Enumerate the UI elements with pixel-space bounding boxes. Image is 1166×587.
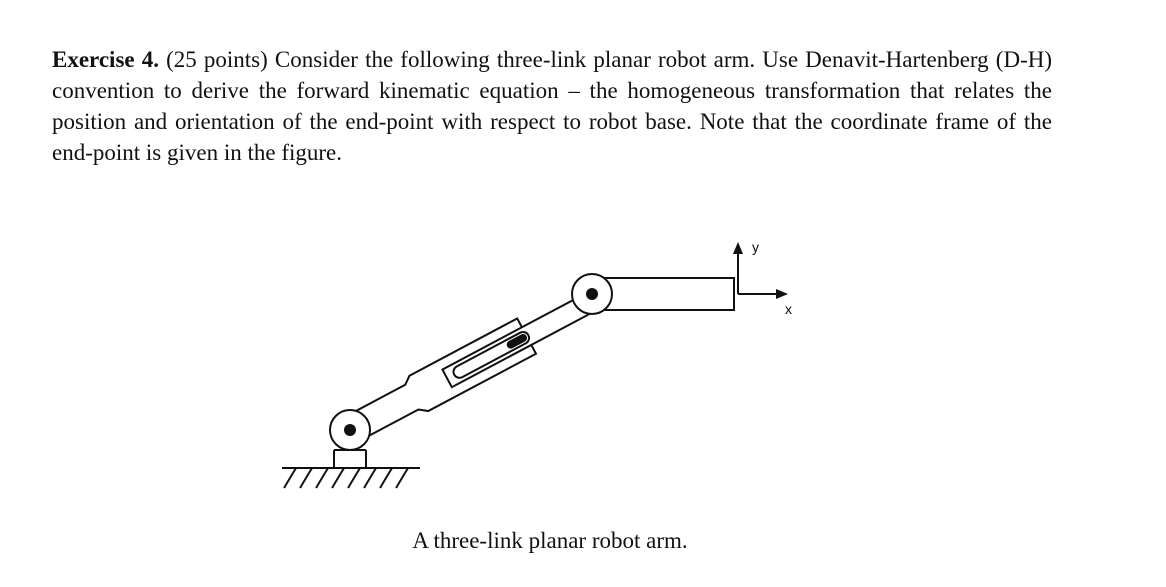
exercise-label: Exercise 4. (52, 47, 159, 72)
base-joint (329, 409, 371, 451)
figure-caption: A three-link planar robot arm. (412, 528, 688, 553)
ground-hatching (282, 467, 420, 489)
end-point-frame (733, 242, 788, 299)
base-pedestal (333, 449, 367, 468)
exercise-text: (25 points) Consider the following three… (52, 47, 1052, 165)
prismatic-joint (506, 333, 528, 349)
robot-arm-figure: y x (282, 239, 792, 489)
exercise-paragraph: Exercise 4. (25 points) Consider the fol… (52, 44, 1052, 168)
x-axis-label: x (785, 301, 792, 317)
link-3-bar (591, 277, 735, 311)
y-axis-label: y (752, 239, 759, 255)
elbow-joint (571, 273, 613, 315)
